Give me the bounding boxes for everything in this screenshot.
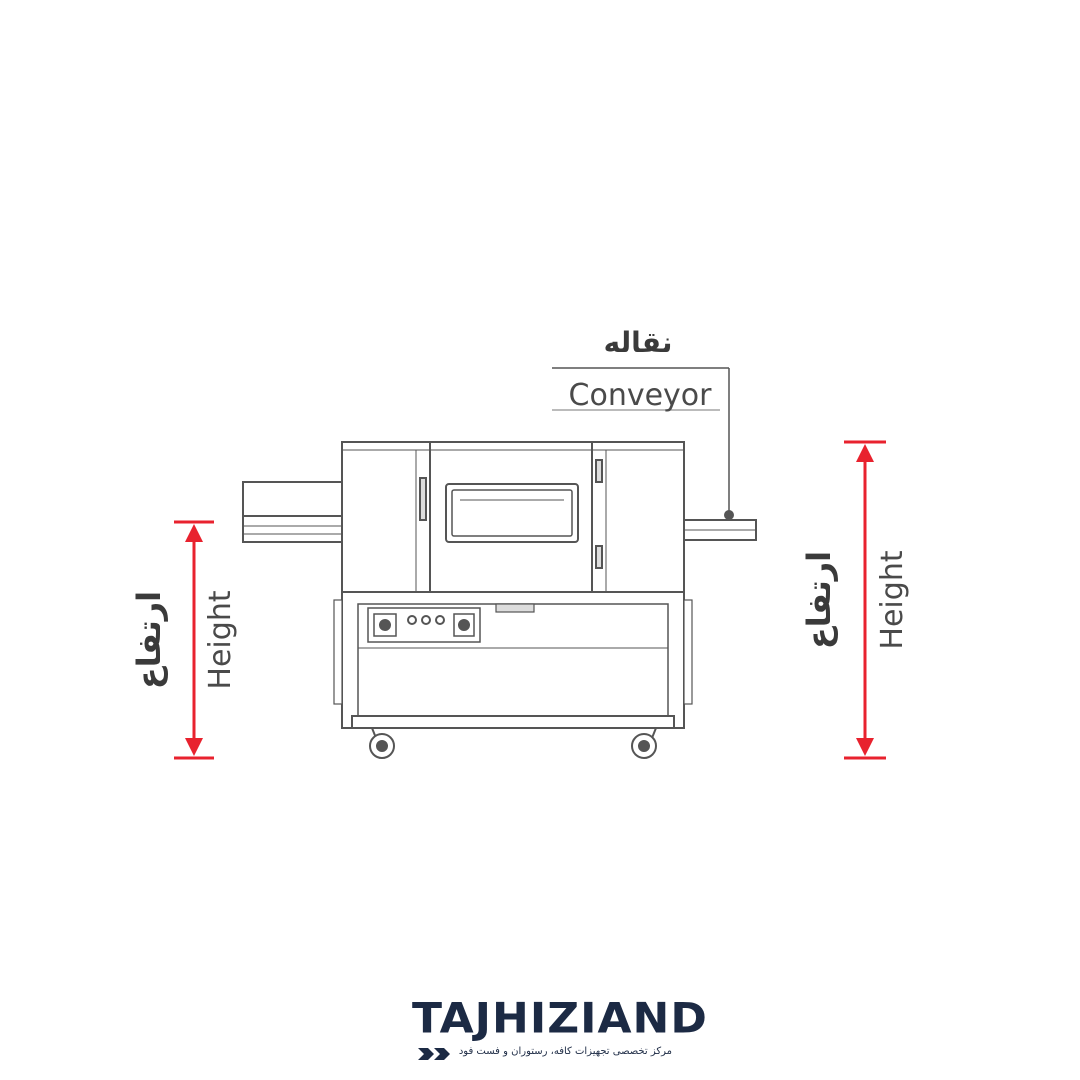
left-height-label-en: Height <box>203 590 238 689</box>
conveyor-oven-drawing <box>242 441 757 759</box>
right-height-label-en: Height <box>875 550 910 649</box>
right-height-dimension: ارتفاع Height <box>800 440 910 760</box>
conveyor-label-en: Conveyor <box>569 378 713 413</box>
right-height-label-fa: ارتفاع <box>800 551 838 649</box>
arrow-down-icon <box>856 738 874 756</box>
conveyor-label-fa: نقاله <box>604 326 673 359</box>
brand-arrows-icon <box>418 1048 450 1060</box>
conveyor-callout: نقاله Conveyor <box>552 326 730 512</box>
left-height-label-fa: ارتفاع <box>130 591 168 689</box>
arrow-up-icon <box>185 524 203 542</box>
arrow-down-icon <box>185 738 203 756</box>
left-height-dimension: ارتفاع Height <box>130 520 238 760</box>
arrow-up-icon <box>856 444 874 462</box>
